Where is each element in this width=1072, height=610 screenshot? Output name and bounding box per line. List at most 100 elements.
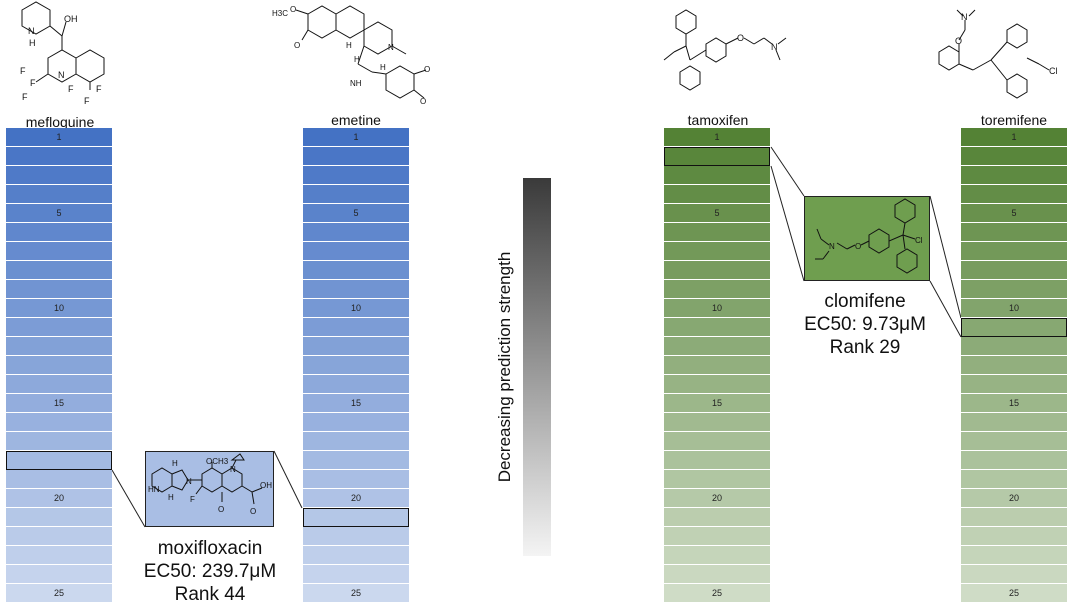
atom-label: O xyxy=(955,36,962,46)
moxifloxacin-caption: moxifloxacin EC50: 239.7μM Rank 44 xyxy=(120,537,300,606)
rank-cell xyxy=(303,527,409,546)
rank-cell: 10 xyxy=(303,299,409,318)
atom-label: F xyxy=(96,84,102,94)
rank-cell xyxy=(961,508,1067,527)
rank-cell: 10 xyxy=(961,299,1067,318)
rank-cell xyxy=(664,451,770,470)
rank-cell xyxy=(6,356,112,375)
rank-cell xyxy=(664,565,770,584)
atom-label: N xyxy=(58,70,65,80)
atom-label: F xyxy=(30,78,36,88)
rank-cell: 5 xyxy=(664,204,770,223)
rank-cell xyxy=(961,432,1067,451)
atom-label: H xyxy=(380,63,386,72)
rank-cell: 15 xyxy=(6,394,112,413)
rank-cell xyxy=(303,565,409,584)
rank-cell xyxy=(6,185,112,204)
rank-cell xyxy=(664,413,770,432)
atom-label: F xyxy=(22,92,28,102)
rank-cell xyxy=(6,527,112,546)
atom-label: H xyxy=(172,459,178,468)
rank-cell xyxy=(961,261,1067,280)
rank-cell xyxy=(664,432,770,451)
rank-cell xyxy=(6,166,112,185)
rank-cell xyxy=(303,337,409,356)
atom-label: H3C xyxy=(272,9,288,18)
rank-cell xyxy=(664,166,770,185)
mefloquine-structure: N H OH N F F F F F F xyxy=(20,1,105,106)
rank-cell xyxy=(664,470,770,489)
rank-cell xyxy=(664,318,770,337)
rank-cell xyxy=(664,280,770,299)
rank-cell: 25 xyxy=(664,584,770,603)
rank-cell xyxy=(6,546,112,565)
rank-cell xyxy=(664,223,770,242)
rank-cell xyxy=(961,451,1067,470)
rank-cell xyxy=(6,280,112,299)
atom-label: OH xyxy=(64,14,78,24)
rank-cell xyxy=(961,242,1067,261)
rank-cell xyxy=(6,147,112,166)
rank-cell xyxy=(303,185,409,204)
rank-cell xyxy=(664,185,770,204)
rank-cell xyxy=(6,432,112,451)
atom-label: N xyxy=(230,465,236,474)
rank-cell xyxy=(303,242,409,261)
atom-label: F xyxy=(190,495,195,504)
clomifene-structure: N O Cl xyxy=(815,198,923,274)
atom-label: O xyxy=(250,507,256,516)
rank-cell: 25 xyxy=(6,584,112,603)
rank-cell xyxy=(961,185,1067,204)
clomifene-inset: N O Cl xyxy=(804,196,930,281)
clomifene-caption: clomifene EC50: 9.73μM Rank 29 xyxy=(780,290,950,359)
rank-cell xyxy=(961,166,1067,185)
connector-line xyxy=(929,195,962,319)
rank-cell: 5 xyxy=(6,204,112,223)
atom-label: O xyxy=(737,33,744,43)
connector-line xyxy=(273,450,303,509)
atom-label: O xyxy=(420,97,426,106)
rank-cell: 10 xyxy=(664,299,770,318)
rank-cell xyxy=(6,375,112,394)
rank-cell xyxy=(961,546,1067,565)
highlighted-rank-cell xyxy=(303,508,409,527)
atom-label: F xyxy=(20,66,26,76)
atom-label: F xyxy=(84,96,90,106)
rank-cell xyxy=(303,432,409,451)
rank-cell: 25 xyxy=(961,584,1067,603)
rank-cell xyxy=(303,413,409,432)
atom-label: O xyxy=(294,41,300,50)
prediction-strength-gradient xyxy=(523,178,551,556)
rank-cell xyxy=(303,261,409,280)
rank-cell: 25 xyxy=(303,584,409,603)
rank-cell xyxy=(6,261,112,280)
rank-cell: 1 xyxy=(961,128,1067,147)
emetine-structure: H3C O O N H H NH H O O xyxy=(272,5,430,106)
column-label-emetine: emetine xyxy=(331,112,381,128)
toremifene-structure: N O Cl xyxy=(938,9,1058,99)
rank-cell xyxy=(303,318,409,337)
moxifloxacin-structure: H HN H OCH3 N N F O OH O xyxy=(148,453,272,516)
atom-label: O xyxy=(424,65,430,74)
atom-label: N xyxy=(186,477,192,486)
rank-cell xyxy=(664,242,770,261)
gradient-label: Decreasing prediction strength xyxy=(495,251,514,483)
atom-label: F xyxy=(68,84,74,94)
atom-label: N xyxy=(829,242,835,251)
rank-cell: 20 xyxy=(961,489,1067,508)
rank-cell xyxy=(961,337,1067,356)
column-label-tamoxifen: tamoxifen xyxy=(687,112,749,128)
rank-cell xyxy=(664,527,770,546)
atom-label: Cl xyxy=(915,236,923,245)
rank-cell xyxy=(961,280,1067,299)
atom-label: OCH3 xyxy=(206,457,229,466)
atom-label: H xyxy=(29,38,36,48)
rank-cell: 1 xyxy=(664,128,770,147)
rank-cell xyxy=(6,242,112,261)
rank-cell xyxy=(6,413,112,432)
rank-cell xyxy=(303,280,409,299)
rank-cell xyxy=(303,546,409,565)
rank-cell xyxy=(6,223,112,242)
rank-cell: 15 xyxy=(961,394,1067,413)
